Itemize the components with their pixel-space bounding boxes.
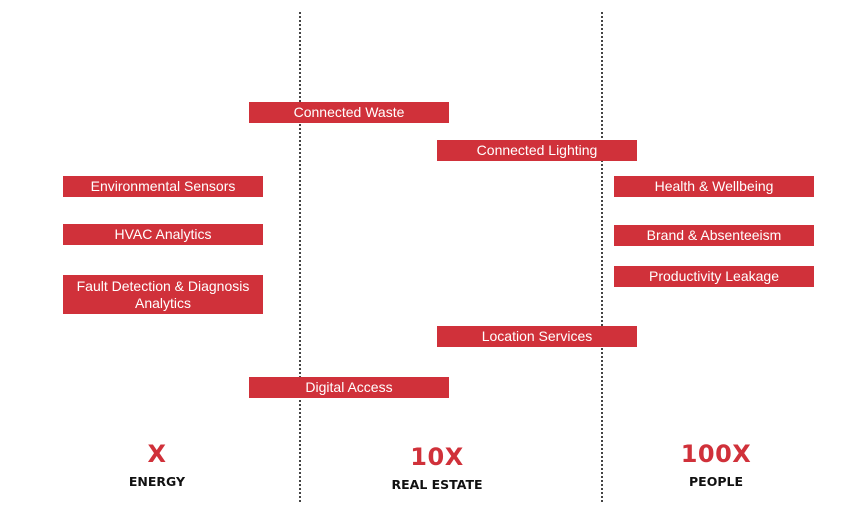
item-brand-absenteeism: Brand & Absenteeism: [614, 225, 814, 246]
item-fault-detection: Fault Detection & Diagnosis Analytics: [63, 275, 263, 314]
multiplier-people: 100X: [680, 440, 752, 468]
item-digital-access: Digital Access: [249, 377, 449, 398]
item-connected-lighting: Connected Lighting: [437, 140, 637, 161]
multiplier-real-estate: 10X: [410, 443, 464, 471]
item-hvac-analytics: HVAC Analytics: [63, 224, 263, 245]
item-health-wellbeing: Health & Wellbeing: [614, 176, 814, 197]
item-environmental-sensors: Environmental Sensors: [63, 176, 263, 197]
category-people: PEOPLE: [689, 474, 743, 489]
item-productivity-leakage: Productivity Leakage: [614, 266, 814, 287]
divider-left: [299, 12, 301, 502]
divider-right: [601, 12, 603, 502]
item-location-services: Location Services: [437, 326, 637, 347]
category-energy: ENERGY: [128, 474, 186, 489]
multiplier-energy: X: [147, 440, 167, 468]
category-real-estate: REAL ESTATE: [391, 477, 483, 492]
item-connected-waste: Connected Waste: [249, 102, 449, 123]
